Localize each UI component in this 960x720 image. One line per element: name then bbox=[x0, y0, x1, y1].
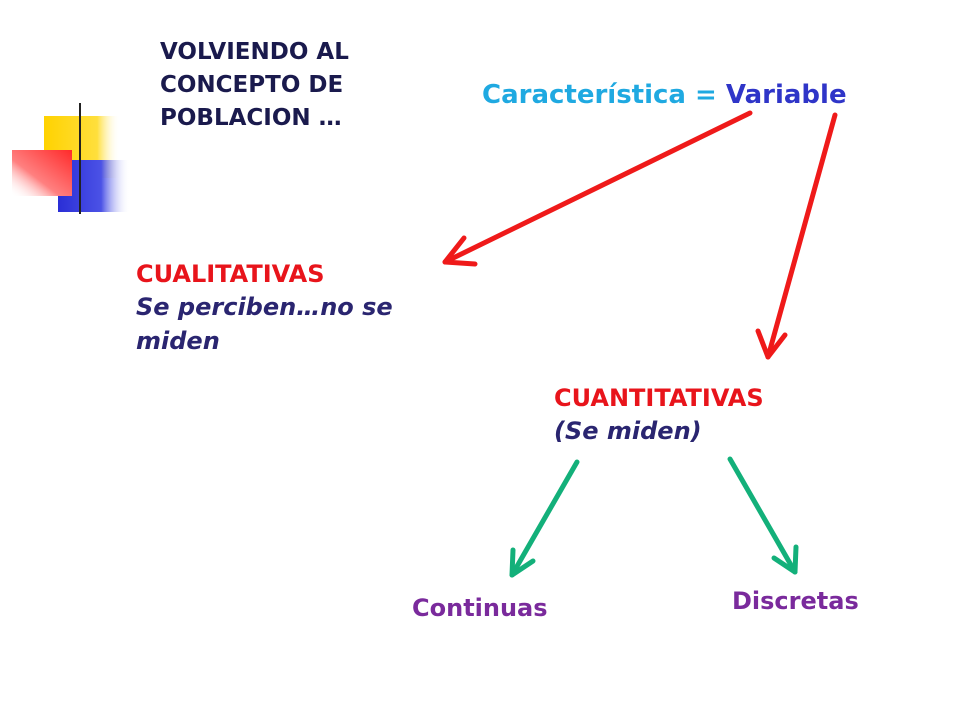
arrow-to-cualitativas bbox=[442, 110, 753, 267]
title-line-2: CONCEPTO DE bbox=[160, 72, 344, 98]
continuas-label: Continuas bbox=[412, 594, 548, 622]
cualitativas-description-line-2: miden bbox=[136, 327, 220, 355]
arrow-to-discretas bbox=[727, 456, 799, 575]
cualitativas-description-line-1: Se perciben…no se bbox=[136, 293, 393, 321]
cuantitativas-description: (Se miden) bbox=[554, 417, 702, 445]
title-line-3: POBLACION … bbox=[160, 105, 342, 131]
discretas-label: Discretas bbox=[732, 587, 859, 615]
corner-decoration bbox=[12, 103, 880, 214]
arrow-to-cuantitativas bbox=[755, 112, 838, 360]
concept-heading: Característica = Variable bbox=[482, 80, 847, 110]
concept-right-term: Variable bbox=[725, 80, 847, 110]
cuantitativas-heading: CUANTITATIVAS bbox=[554, 384, 764, 412]
cualitativas-heading: CUALITATIVAS bbox=[136, 260, 325, 288]
cualitativas-node: CUALITATIVAS Se perciben…no se miden bbox=[136, 258, 466, 358]
title-line-1: VOLVIENDO AL bbox=[160, 39, 349, 65]
arrow-to-continuas bbox=[509, 459, 580, 578]
concept-equals: = bbox=[695, 80, 717, 110]
cuantitativas-node: CUANTITATIVAS (Se miden) bbox=[554, 382, 764, 448]
slide-title: VOLVIENDO AL CONCEPTO DE POBLACION … bbox=[160, 36, 440, 135]
concept-left-term: Característica bbox=[482, 80, 686, 110]
